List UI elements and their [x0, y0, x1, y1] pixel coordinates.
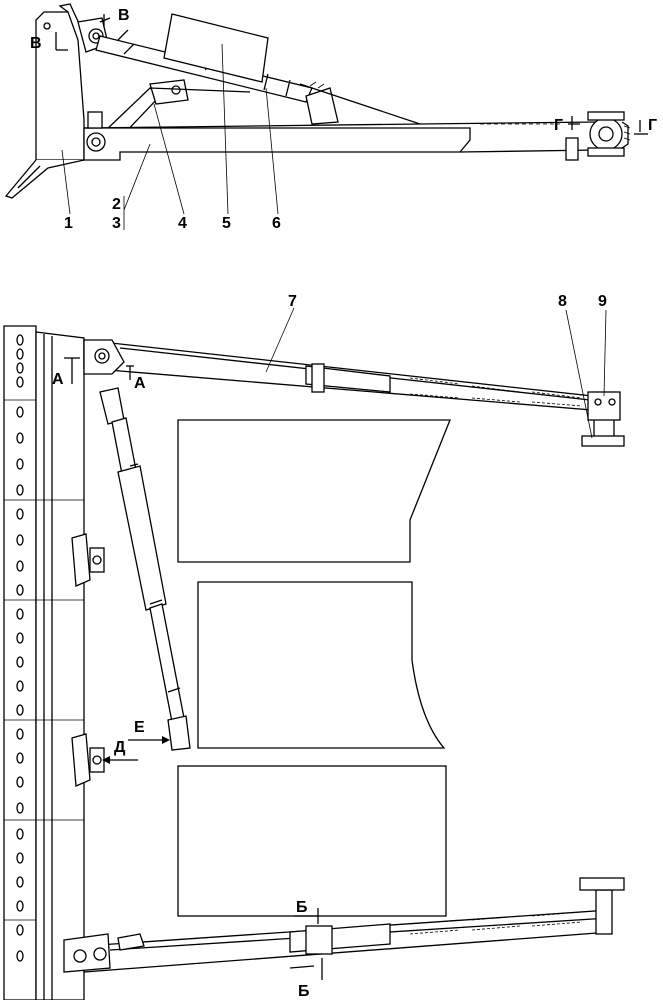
tilt-cylinder-plan: [99, 387, 191, 751]
callout-4: 4: [178, 215, 187, 232]
tractor-body-panels: [177, 419, 451, 917]
blade-bolt-holes: [16, 334, 24, 962]
callout-2: 2: [112, 196, 121, 213]
side-view-leaders: [61, 43, 279, 230]
blade-clamps: [71, 533, 105, 787]
section-a-left-label: А: [52, 371, 64, 388]
cylinder-block-5: [163, 13, 269, 83]
brace-strut-4: [102, 79, 251, 139]
section-g-left-label: Г: [554, 117, 563, 134]
callout-5: 5: [222, 215, 231, 232]
section-d-label: Д: [114, 739, 126, 756]
section-b-marks: Б Б: [289, 899, 323, 1000]
callout-7: 7: [288, 293, 297, 310]
section-a-marks: А А: [52, 357, 146, 392]
section-e-d-marks: Е Д: [102, 719, 170, 764]
upper-push-beam-7: [83, 339, 625, 447]
section-v-right-label: В: [118, 7, 130, 24]
section-a-right-label: А: [134, 375, 146, 392]
callout-6: 6: [272, 215, 281, 232]
callout-3: 3: [112, 215, 121, 232]
section-b-bottom-label: Б: [298, 983, 310, 1000]
plan-view: А А Б Б Е Д 7 8 9: [3, 293, 625, 1000]
blade-side: [4, 3, 85, 199]
section-g-right-label: Г: [648, 117, 657, 134]
side-view: В В Г Г 1 2 3 4 5 6: [4, 3, 657, 232]
section-b-top-label: Б: [296, 899, 308, 916]
blade-plan: [3, 325, 105, 1000]
lower-push-beam: [63, 877, 625, 973]
section-e-label: Е: [134, 719, 145, 736]
callout-1: 1: [64, 215, 73, 232]
callout-8: 8: [558, 293, 567, 310]
section-v-left-label: В: [30, 35, 42, 52]
callout-9: 9: [598, 293, 607, 310]
section-g-marks: Г Г: [554, 116, 657, 135]
trunnion-joint: [565, 111, 631, 161]
section-v-marks: В В: [30, 7, 130, 52]
plan-leaders: [265, 307, 607, 439]
push-beam-side: [83, 111, 599, 161]
support-bracket: [299, 81, 421, 125]
